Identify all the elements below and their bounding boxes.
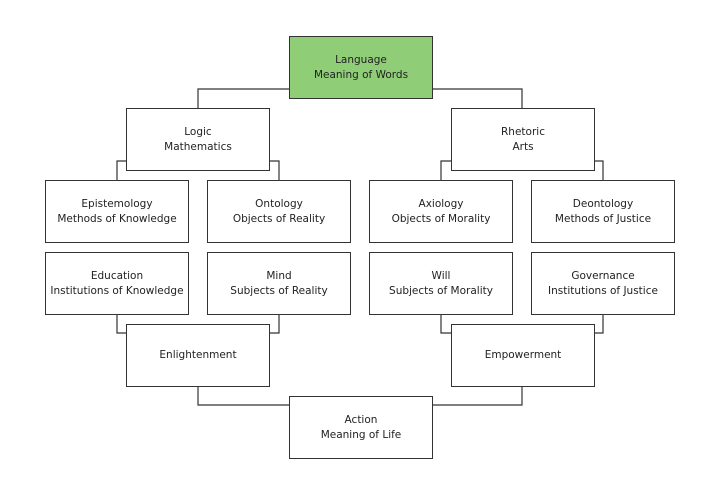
node-education: Education Institutions of Knowledge — [45, 252, 189, 315]
node-logic-title: Logic — [184, 125, 212, 138]
node-epistemology-subtitle: Methods of Knowledge — [57, 212, 177, 225]
node-axiology: Axiology Objects of Morality — [369, 180, 513, 243]
node-language-subtitle: Meaning of Words — [313, 68, 409, 81]
node-ontology-subtitle: Objects of Reality — [232, 212, 326, 225]
node-will-title: Will — [431, 269, 451, 282]
node-axiology-title: Axiology — [418, 197, 464, 210]
node-governance-subtitle: Institutions of Justice — [548, 284, 658, 297]
node-action-title: Action — [344, 413, 378, 426]
node-deontology-title: Deontology — [572, 197, 634, 210]
node-language-title: Language — [335, 53, 387, 66]
connector-rhetoric-axiology — [440, 160, 451, 180]
node-deontology: Deontology Methods of Justice — [531, 180, 675, 243]
node-rhetoric-title: Rhetoric — [501, 125, 545, 138]
node-axiology-subtitle: Objects of Morality — [391, 212, 491, 225]
node-logic: Logic Mathematics — [126, 108, 270, 171]
node-ontology-title: Ontology — [255, 197, 303, 210]
connector-logic-epistemology — [116, 160, 126, 180]
node-epistemology: Epistemology Methods of Knowledge — [45, 180, 189, 243]
connector-enlightenment-action — [197, 387, 289, 406]
node-mind-title: Mind — [266, 269, 292, 282]
node-epistemology-title: Epistemology — [81, 197, 153, 210]
node-action-subtitle: Meaning of Life — [320, 428, 402, 441]
node-governance-title: Governance — [571, 269, 635, 282]
node-enlightenment-title: Enlightenment — [159, 349, 237, 361]
node-will-subtitle: Subjects of Morality — [389, 284, 493, 297]
node-will: Will Subjects of Morality — [369, 252, 513, 315]
node-empowerment: Empowerment — [451, 324, 595, 387]
connector-empowerment-action — [433, 387, 523, 406]
node-action: Action Meaning of Life — [289, 396, 433, 459]
node-empowerment-title: Empowerment — [484, 349, 562, 361]
node-rhetoric-subtitle: Arts — [512, 140, 534, 153]
connector-will-empowerment — [440, 315, 451, 334]
node-logic-subtitle: Mathematics — [164, 140, 232, 153]
node-governance: Governance Institutions of Justice — [531, 252, 675, 315]
node-enlightenment: Enlightenment — [126, 324, 270, 387]
connector-education-enlightenment — [116, 315, 126, 334]
node-mind-subtitle: Subjects of Reality — [230, 284, 328, 297]
connector-rhetoric-deontology — [595, 160, 604, 180]
connector-governance-empowerment — [595, 315, 604, 334]
connector-language-logic — [197, 88, 289, 108]
node-education-subtitle: Institutions of Knowledge — [50, 284, 184, 297]
node-ontology: Ontology Objects of Reality — [207, 180, 351, 243]
connector-language-rhetoric — [433, 88, 523, 108]
node-language: Language Meaning of Words — [289, 36, 433, 99]
node-rhetoric: Rhetoric Arts — [451, 108, 595, 171]
connector-logic-ontology — [270, 160, 280, 180]
node-deontology-subtitle: Methods of Justice — [554, 212, 652, 225]
connector-mind-enlightenment — [270, 315, 280, 334]
node-mind: Mind Subjects of Reality — [207, 252, 351, 315]
node-education-title: Education — [90, 269, 144, 282]
